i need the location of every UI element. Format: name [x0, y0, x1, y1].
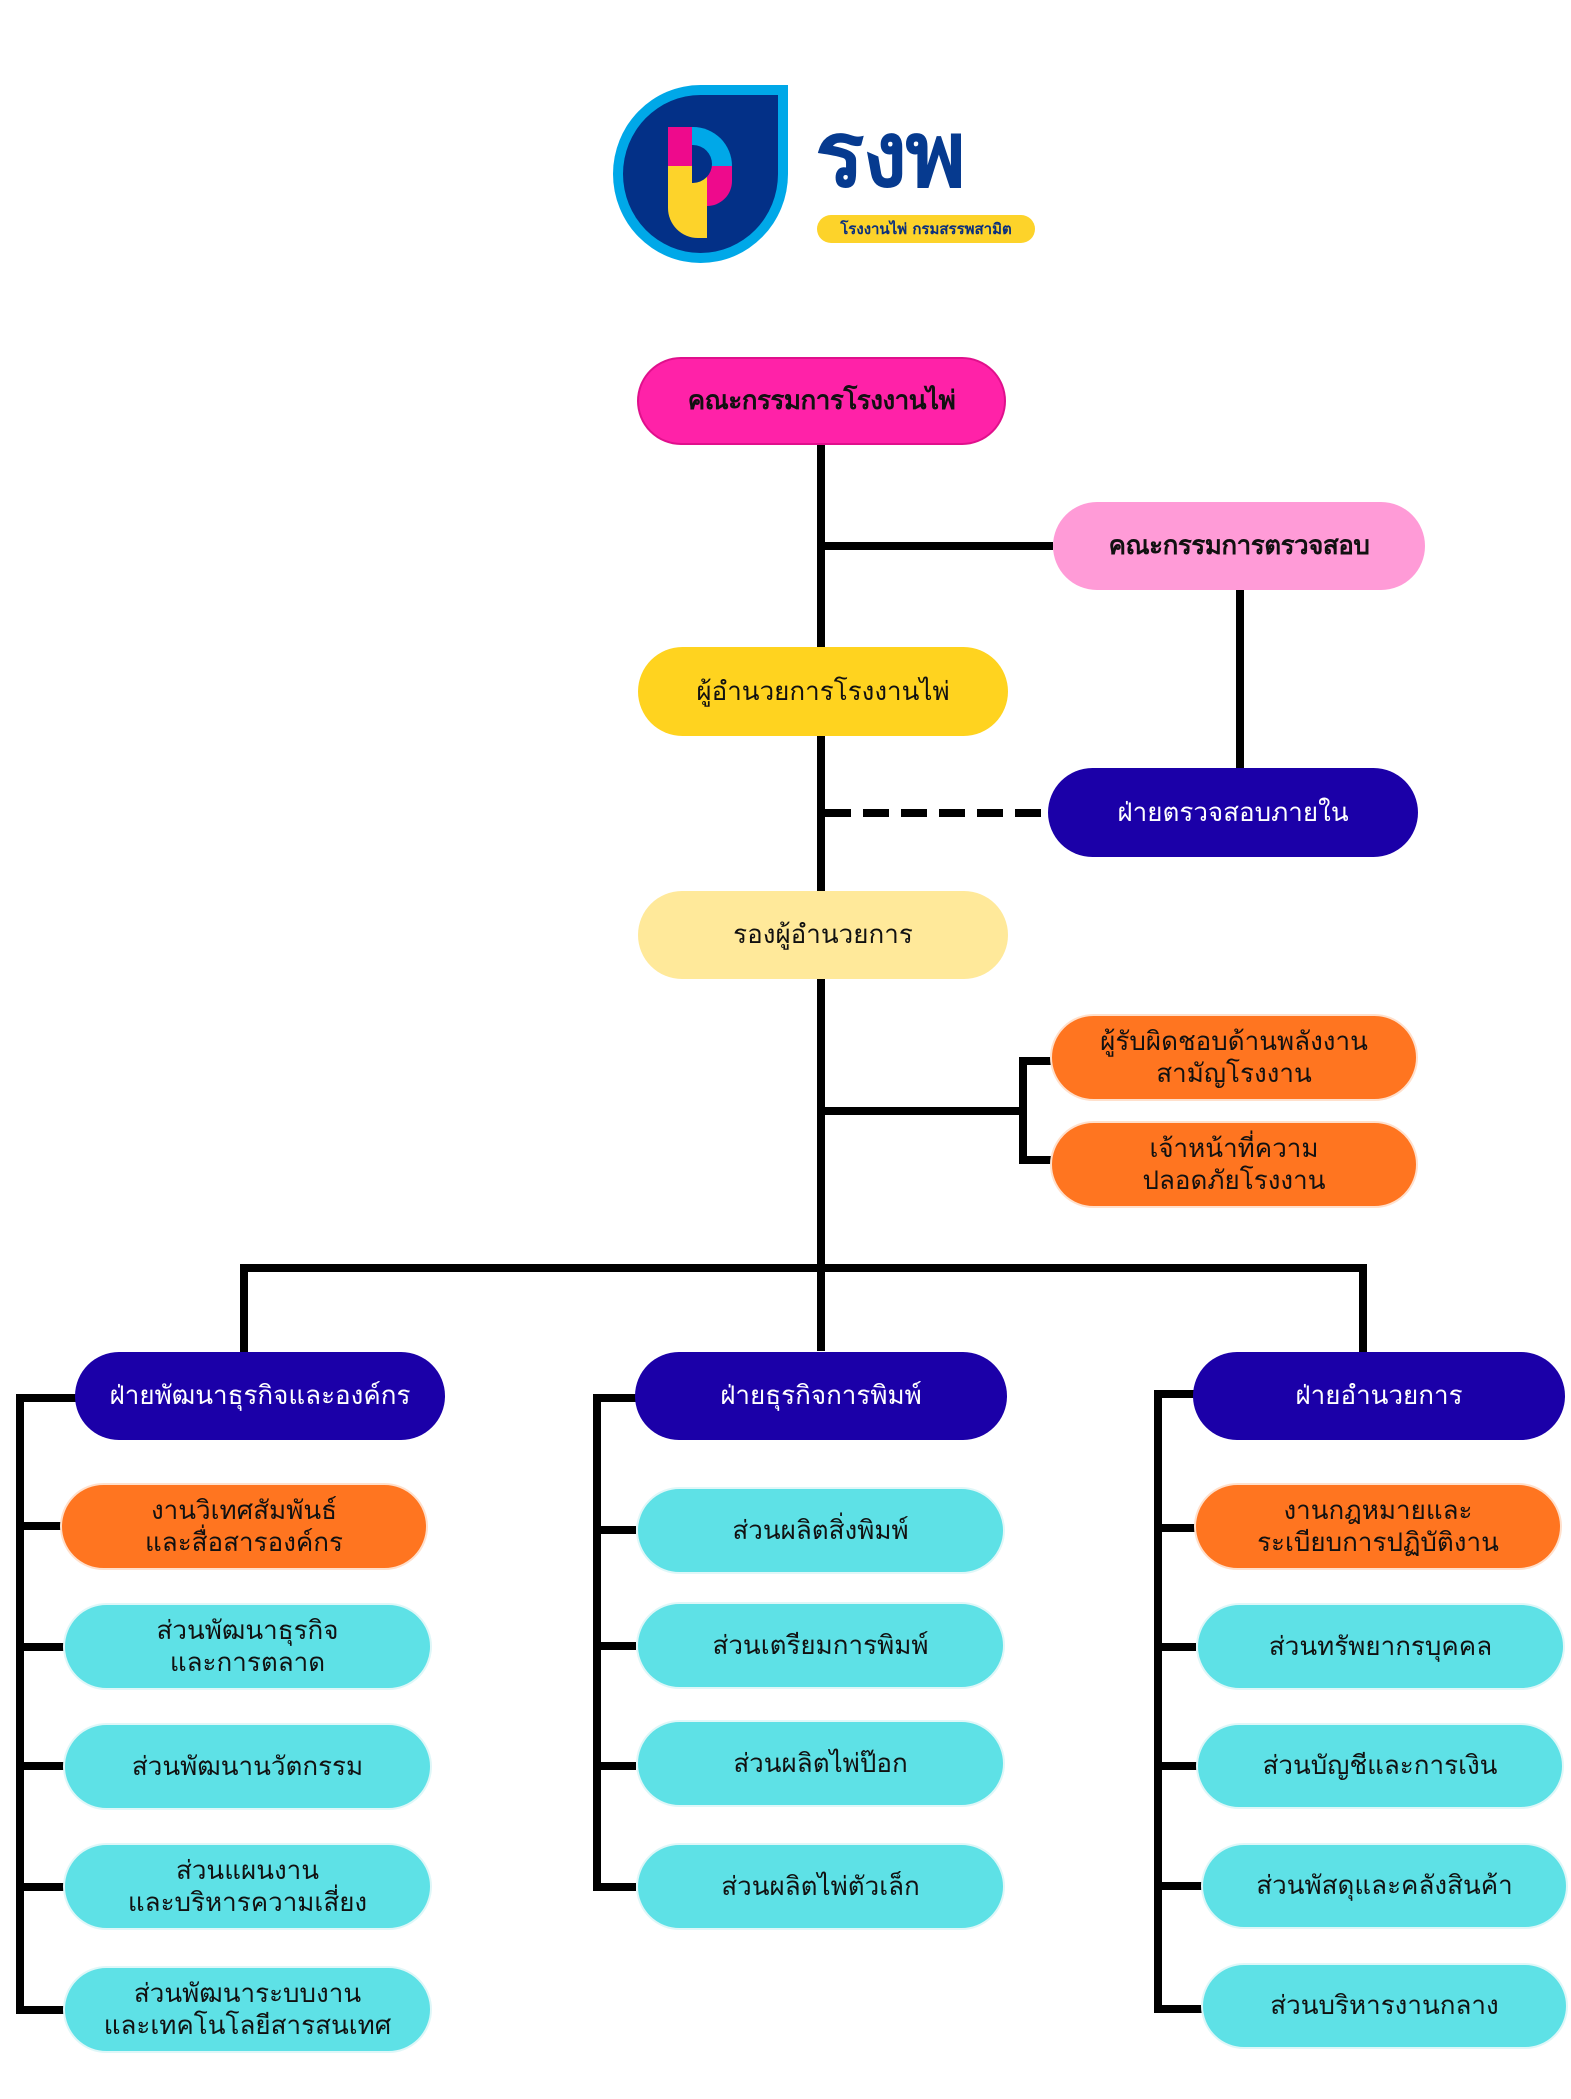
section-label: ส่วนผลิตไพ่ตัวเล็ก [721, 1871, 920, 1902]
unit-international-relations[interactable]: งานวิเทศสัมพันธ์ และสื่อสารองค์กร [60, 1483, 428, 1570]
section-it-systems[interactable]: ส่วนพัฒนาระบบงาน และเทคโนโลยีสารสนเทศ [63, 1966, 432, 2053]
board-node[interactable]: คณะกรรมการโรงงานไพ่ [637, 357, 1006, 445]
section-label: ส่วนผลิตสิ่งพิมพ์ [732, 1515, 909, 1546]
deputy-director-label: รองผู้อำนวยการ [733, 920, 913, 950]
connector-staff-bracket [1019, 1057, 1027, 1164]
section-print-production[interactable]: ส่วนผลิตสิ่งพิมพ์ [636, 1487, 1005, 1574]
division-printing-business[interactable]: ฝ่ายธุรกิจการพิมพ์ [635, 1352, 1007, 1440]
section-label: ส่วนบัญชีและการเงิน [1262, 1751, 1498, 1781]
connector-left-stub-3 [16, 1762, 65, 1770]
division-label: ฝ่ายพัฒนาธุรกิจและองค์กร [109, 1381, 411, 1411]
section-general-administration[interactable]: ส่วนบริหารงานกลาง [1201, 1963, 1568, 2049]
connector-left-stub-2 [16, 1643, 65, 1651]
staff-unit-label: ผู้รับผิดชอบด้านพลังงาน สามัญโรงงาน [1100, 1026, 1368, 1089]
section-small-cards[interactable]: ส่วนผลิตไพ่ตัวเล็ก [636, 1843, 1005, 1930]
connector-right-stub-5 [1154, 2005, 1202, 2013]
connector-staff [821, 1107, 1027, 1115]
director-node[interactable]: ผู้อำนวยการโรงงานไพ่ [638, 647, 1008, 736]
section-playing-cards[interactable]: ส่วนผลิตไพ่ป๊อก [636, 1720, 1005, 1807]
logo-drop-icon [613, 85, 788, 263]
section-label: ส่วนพัสดุและคลังสินค้า [1256, 1871, 1513, 1901]
division-business-development[interactable]: ฝ่ายพัฒนาธุรกิจและองค์กร [75, 1352, 445, 1440]
unit-legal[interactable]: งานกฎหมายและ ระเบียบการปฏิบัติงาน [1194, 1483, 1562, 1570]
section-label: ส่วนเตรียมการพิมพ์ [712, 1630, 929, 1661]
unit-label: งานวิเทศสัมพันธ์ และสื่อสารองค์กร [145, 1495, 343, 1558]
audit-committee-node[interactable]: คณะกรรมการตรวจสอบ [1053, 502, 1425, 590]
connector-right-stub-3 [1154, 1762, 1198, 1770]
section-accounting-finance[interactable]: ส่วนบัญชีและการเงิน [1196, 1723, 1564, 1809]
section-label: ส่วนพัฒนาธุรกิจ และการตลาด [156, 1615, 339, 1678]
staff-unit-energy[interactable]: ผู้รับผิดชอบด้านพลังงาน สามัญโรงงาน [1050, 1014, 1418, 1101]
connector-dashed-internal-audit [825, 809, 1048, 817]
connector-right-bracket [1154, 1390, 1162, 2013]
staff-unit-safety[interactable]: เจ้าหน้าที่ความ ปลอดภัยโรงงาน [1050, 1121, 1418, 1208]
connector-middle-stub-header [593, 1394, 636, 1402]
connector-right-stub-1 [1154, 1524, 1196, 1532]
section-label: ส่วนทรัพยากรบุคคล [1268, 1631, 1493, 1662]
connector-right-stub-2 [1154, 1643, 1196, 1651]
audit-committee-label: คณะกรรมการตรวจสอบ [1108, 531, 1370, 561]
section-business-marketing[interactable]: ส่วนพัฒนาธุรกิจ และการตลาด [63, 1603, 432, 1690]
deputy-director-node[interactable]: รองผู้อำนวยการ [638, 891, 1008, 979]
section-prepress[interactable]: ส่วนเตรียมการพิมพ์ [636, 1602, 1005, 1689]
staff-unit-label: เจ้าหน้าที่ความ ปลอดภัยโรงงาน [1142, 1133, 1326, 1196]
connector-left-stub-header [16, 1394, 76, 1402]
connector-left-stub-5 [16, 2006, 65, 2014]
division-administration[interactable]: ฝ่ายอำนวยการ [1193, 1352, 1565, 1440]
section-label: ส่วนแผนงาน และบริหารความเสี่ยง [127, 1855, 368, 1918]
connector-left-stub-1 [16, 1522, 62, 1530]
connector-audit-committee [821, 542, 1053, 550]
connector-division-left [240, 1264, 248, 1352]
section-label: ส่วนพัฒนานวัตกรรม [131, 1751, 364, 1782]
connector-division-right [1359, 1264, 1367, 1352]
board-label: คณะกรรมการโรงงานไพ่ [687, 386, 956, 416]
section-label: ส่วนบริหารงานกลาง [1270, 1991, 1499, 2021]
director-label: ผู้อำนวยการโรงงานไพ่ [696, 676, 950, 707]
section-supplies-warehouse[interactable]: ส่วนพัสดุและคลังสินค้า [1201, 1843, 1568, 1929]
division-label: ฝ่ายอำนวยการ [1295, 1381, 1463, 1411]
logo-tagline: โรงงานไพ่ กรมสรรพสามิต [817, 215, 1035, 243]
connector-middle-stub-1 [593, 1526, 636, 1534]
connector-division-bar [240, 1264, 1367, 1272]
connector-staff-stub-2 [1019, 1156, 1052, 1164]
connector-middle-stub-2 [593, 1642, 636, 1650]
internal-audit-node[interactable]: ฝ่ายตรวจสอบภายใน [1048, 768, 1418, 857]
connector-audit-to-internal [1236, 590, 1244, 768]
connector-right-stub-4 [1154, 1882, 1202, 1890]
connector-middle-stub-4 [593, 1883, 636, 1891]
section-label: ส่วนพัฒนาระบบงาน และเทคโนโลยีสารสนเทศ [103, 1978, 392, 2041]
connector-middle-stub-3 [593, 1762, 636, 1770]
unit-label: งานกฎหมายและ ระเบียบการปฏิบัติงาน [1257, 1495, 1499, 1558]
section-label: ส่วนผลิตไพ่ป๊อก [733, 1748, 908, 1779]
connector-staff-stub-1 [1019, 1057, 1052, 1065]
logo-wordmark: รงพ [815, 101, 966, 208]
division-label: ฝ่ายธุรกิจการพิมพ์ [720, 1381, 922, 1411]
connector-left-stub-4 [16, 1883, 65, 1891]
section-planning-risk[interactable]: ส่วนแผนงาน และบริหารความเสี่ยง [63, 1843, 432, 1930]
connector-right-stub-header [1154, 1390, 1194, 1398]
connector-left-bracket [16, 1394, 24, 2014]
section-innovation[interactable]: ส่วนพัฒนานวัตกรรม [63, 1723, 432, 1810]
section-human-resources[interactable]: ส่วนทรัพยากรบุคคล [1196, 1603, 1565, 1690]
internal-audit-label: ฝ่ายตรวจสอบภายใน [1117, 797, 1349, 828]
